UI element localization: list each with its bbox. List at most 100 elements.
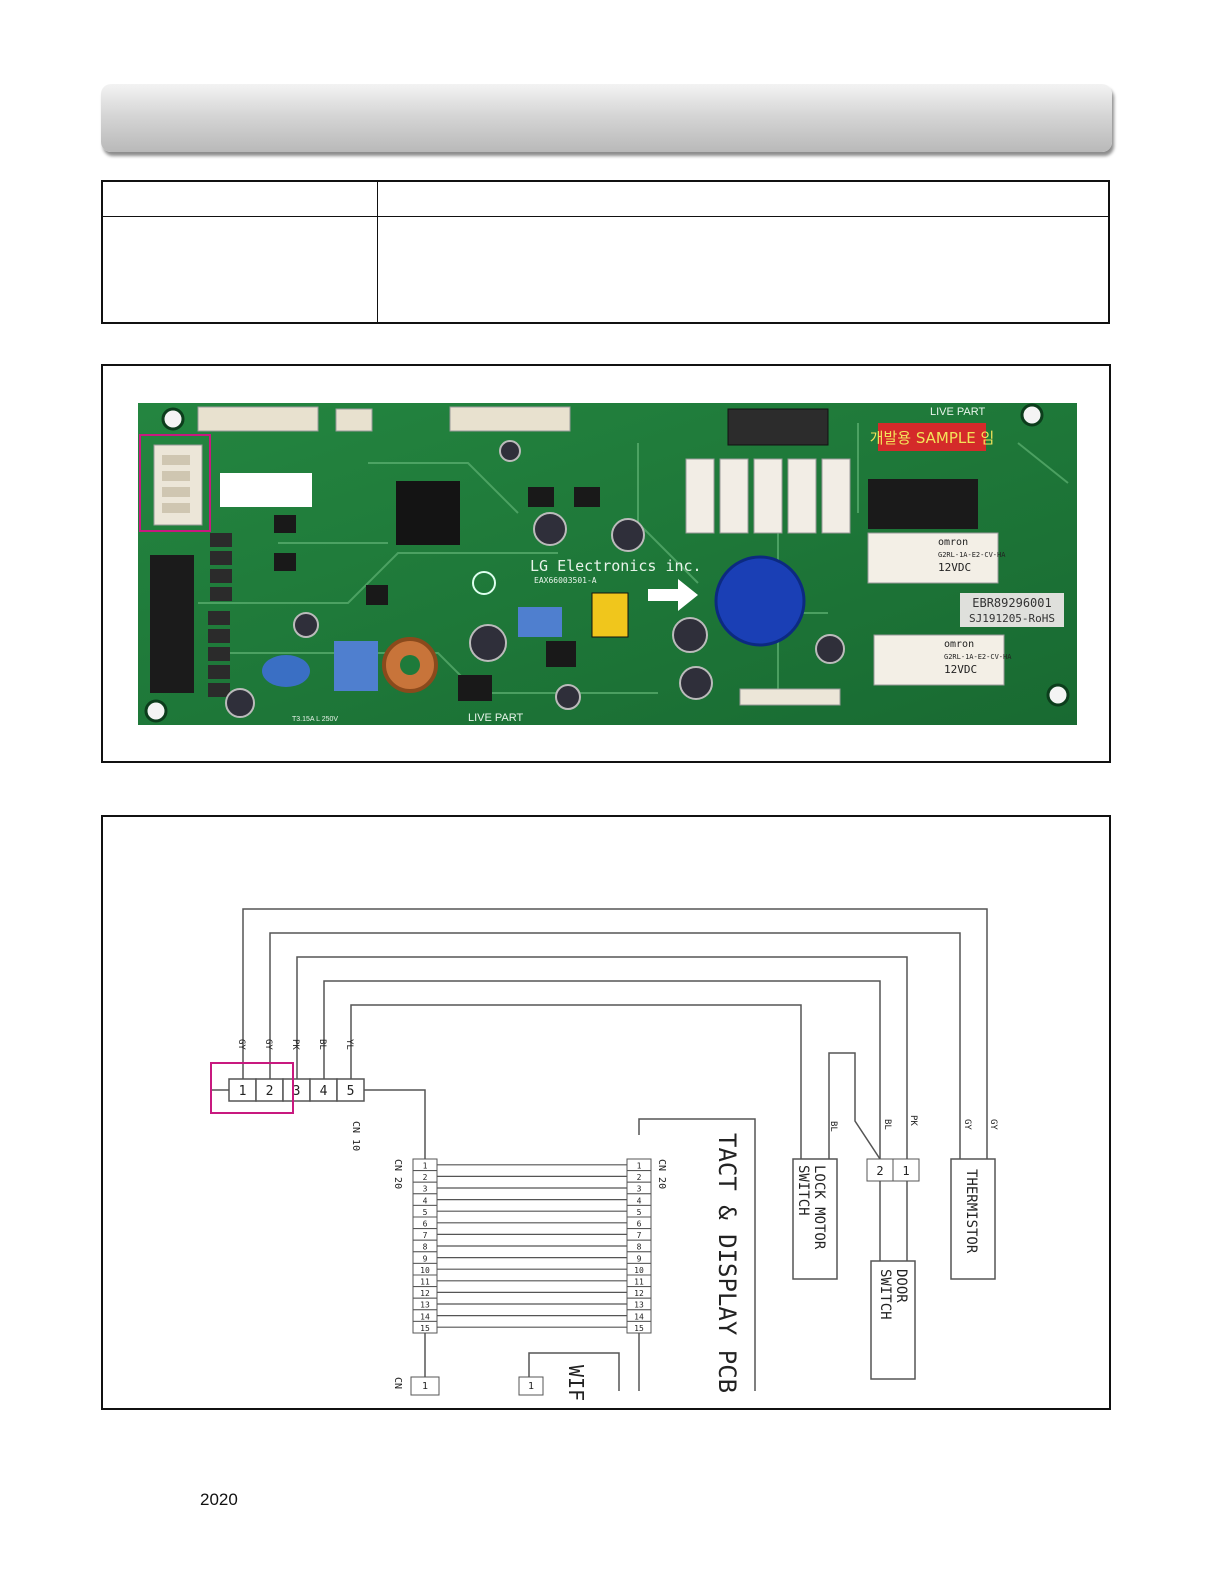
cn20-pin-number: 6 [423,1220,428,1229]
lock-motor-label: LOCK MOTOR [811,1165,827,1250]
cn-partial-label: CN [392,1377,403,1389]
wire-color-label: GY [962,1119,972,1130]
lock-motor-switch [792,1158,838,1280]
sample-sticker-text: 개발용 SAMPLE 임 [870,429,995,447]
cn20-pin-number: 4 [423,1196,428,1205]
mounting-hole [144,699,168,723]
cn20-pin-number: 1 [423,1162,428,1171]
relay-brand-label: omron [944,639,974,650]
door-switch [870,1260,916,1380]
wire-yl [350,1004,802,1159]
live-part-label-top: LIVE PART [930,406,986,418]
footer-year: 2020 [200,1490,238,1509]
wire-color-label: BL [882,1119,892,1130]
cn20-pin-number: 3 [637,1185,642,1194]
transformer [591,592,629,638]
door-pin-1 [892,1158,920,1182]
door-pin-1-number: 1 [902,1164,909,1178]
cn20-pin-number: 13 [634,1301,644,1310]
cn20-pin-number: 5 [637,1208,642,1217]
mounting-hole [1046,683,1070,707]
cn20-pin-number: 13 [420,1301,430,1310]
thermistor-label: THERMISTOR [963,1169,979,1254]
door-pin-2-number: 2 [876,1164,883,1178]
cn20-pin-number: 11 [634,1278,644,1287]
wire-color-label: BL [828,1121,838,1132]
thermistor [950,1158,996,1280]
wire-color-label: PK [290,1039,300,1050]
cn10-pin-number: 5 [347,1084,355,1099]
cn20-pin-number: 11 [420,1278,430,1287]
cn20-pin-number: 1 [637,1162,642,1171]
part-code: EAX66003501-A [534,576,597,585]
sample-sticker [878,423,986,451]
x-capacitor [262,655,310,687]
connector [335,408,373,432]
cn20-pin-number: 2 [637,1173,642,1182]
door-switch-label: DOOR [893,1269,909,1303]
wire-lock-motor [828,1052,881,1160]
tact-display-outline [638,1118,756,1391]
terminal-block [150,555,194,693]
cn20-pin-number: 3 [423,1185,428,1194]
wire-gy-1 [242,908,988,1159]
cn20-pin-number: 5 [423,1208,428,1217]
cn20-pin-number: 9 [423,1254,428,1263]
info-table [101,180,1110,324]
relay-model-label: G2RL-1A-E2-CV-HA [938,551,1006,559]
cn10-pin-number: 4 [320,1084,328,1099]
cn10-pin-number: 1 [239,1084,247,1099]
table-column-divider [377,182,378,322]
wire-color-label: YL [344,1039,354,1050]
wire-cn10-cn20 [361,1089,426,1159]
cn20-pin-number: 14 [420,1312,430,1321]
cn10-pin [336,1078,365,1102]
cn20-pin-number: 4 [637,1196,642,1205]
cn20-right-label: CN 20 [656,1159,667,1189]
section-header-bar [101,84,1112,152]
relay-model-label: G2RL-1A-E2-CV-HA [944,653,1012,661]
lock-motor-label-2: SWITCH [795,1165,811,1216]
wire-color-label: GY [263,1039,273,1050]
cn20-left-label: CN 20 [392,1159,403,1189]
tact-display-label: TACT & DISPLAY PCB [713,1133,741,1393]
live-part-label-bottom: LIVE PART [468,712,524,724]
relay-omron [867,532,999,584]
wifi-pin-number: 1 [528,1381,534,1392]
ebr-sticker-line2: SJ191205-RoHS [969,612,1055,625]
cn-partial-pin [410,1376,440,1396]
filter-cap [334,641,378,691]
cn20-pin-number: 9 [637,1254,642,1263]
ebr-sticker [960,593,1064,627]
board-label: LG Electronics inc. [530,557,702,575]
cn20-pin-number: 10 [420,1266,430,1275]
wire-pk [296,956,908,1159]
cn20-pin-number: 2 [423,1173,428,1182]
table-row-divider [103,216,1108,217]
wire-color-label: GY [988,1119,998,1130]
fuse-label: T3.15A L 250V [292,716,338,723]
relay-omron [873,634,1005,686]
cn10-highlight-box [139,434,211,532]
ebr-sticker-line1: EBR89296001 [972,596,1051,610]
wire-color-label: PK [908,1115,918,1126]
pcb-photo: omron G2RL-1A-E2-CV-HA 12VDC omron G2RL-… [138,403,1077,725]
cn20-pin-number: 15 [634,1324,644,1333]
pcb-photo-frame: omron G2RL-1A-E2-CV-HA 12VDC omron G2RL-… [101,364,1111,763]
cn20-pin-number: 8 [423,1243,428,1252]
connector [197,406,319,432]
mcu-chip [396,481,460,545]
cn20-pin-number: 12 [634,1289,644,1298]
wire-color-label: GY [236,1039,246,1050]
relay-black [868,479,978,529]
redacted-label [220,473,312,507]
relay-brand-label: omron [938,537,968,548]
cn20-pin-number: 12 [420,1289,430,1298]
cn20-pin-number: 7 [423,1231,428,1240]
lg-logo [472,571,496,595]
connector [739,688,841,706]
